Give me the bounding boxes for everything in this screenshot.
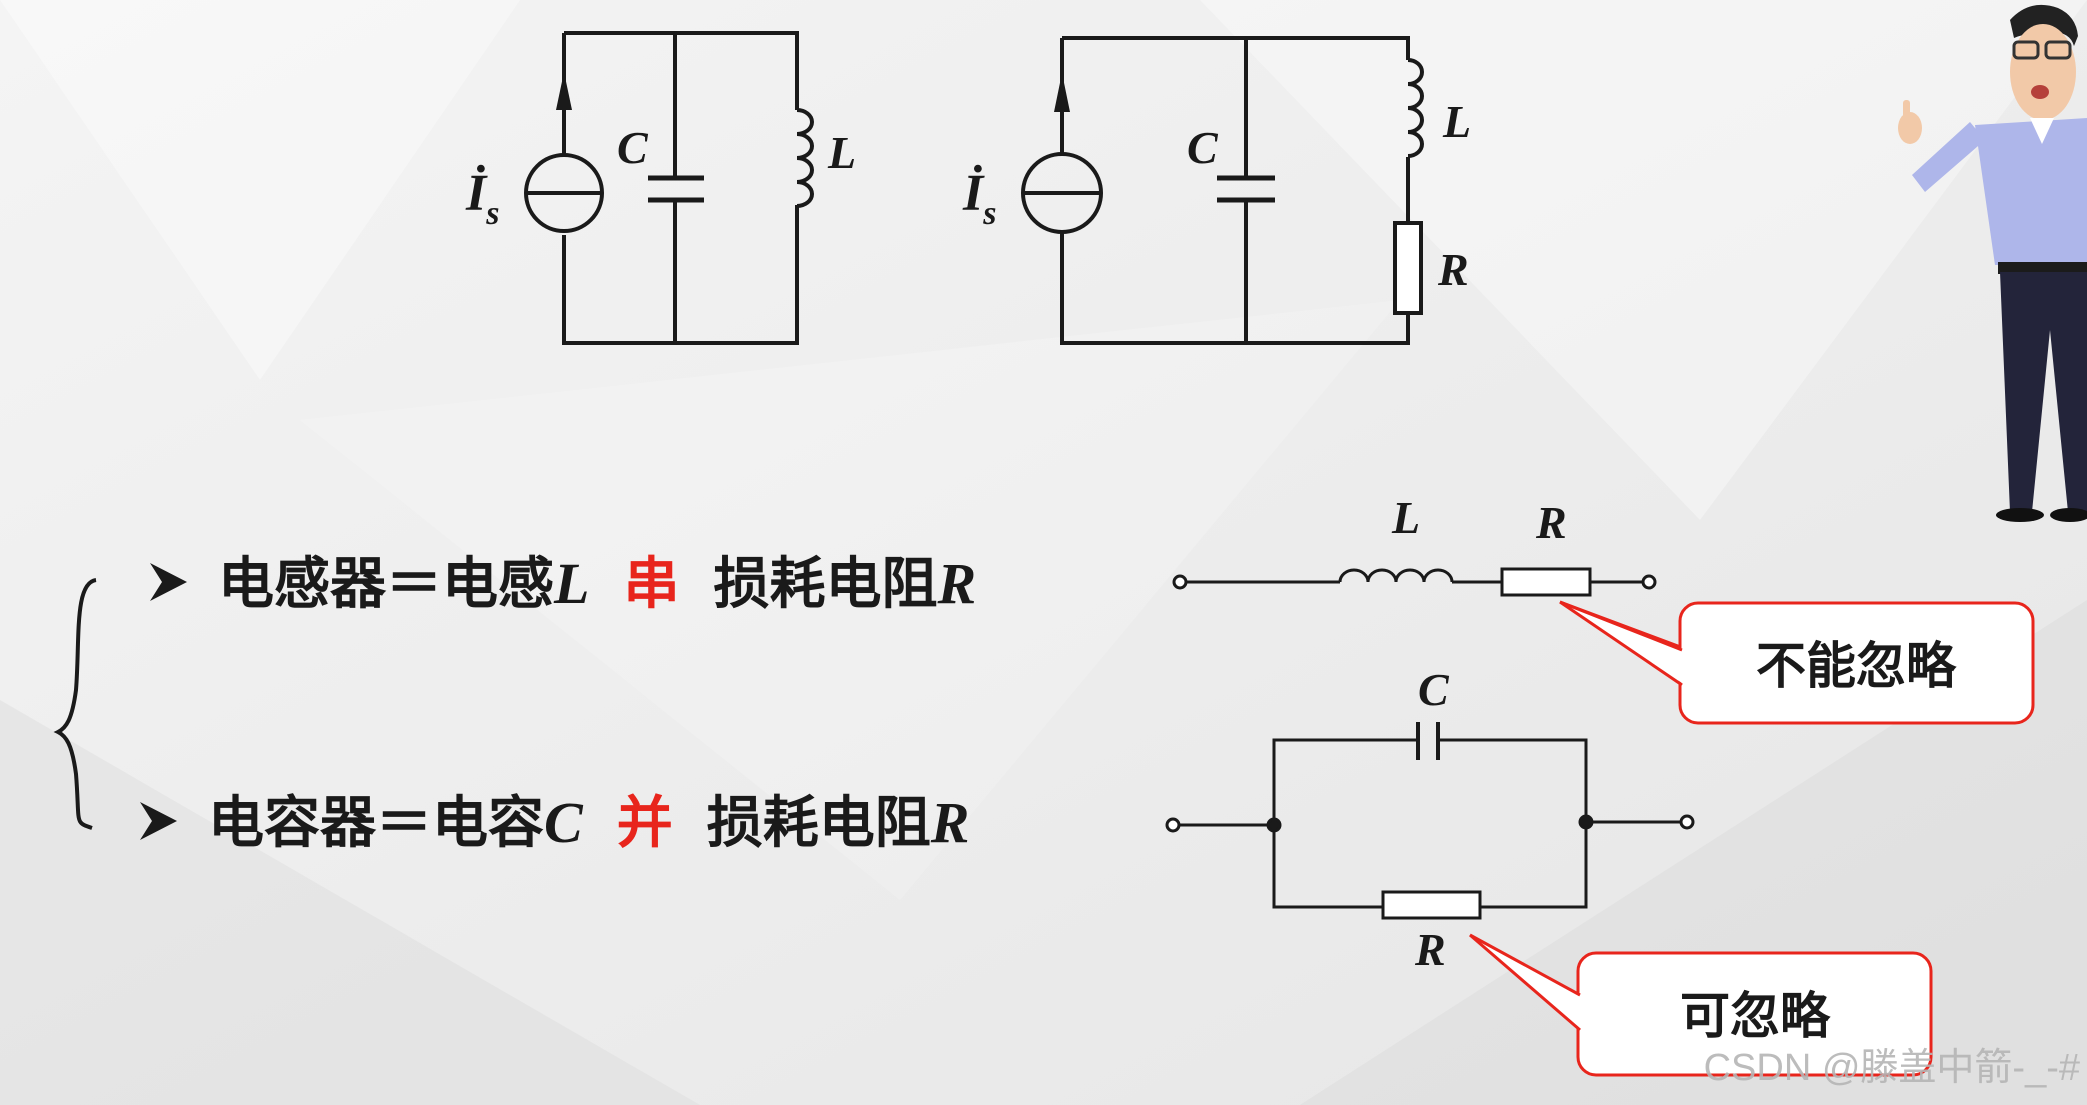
series-ind-label: L	[1391, 492, 1420, 543]
circuit-a-ind-label: L	[827, 127, 856, 178]
left-brace-icon	[53, 578, 97, 830]
callout-text: 不能忽略	[1756, 637, 1957, 695]
callout-text: 可忽略	[1680, 987, 1831, 1045]
inductor-coil-icon	[1338, 568, 1454, 583]
circuit-b-res-label: R	[1437, 244, 1469, 295]
connector-parallel: 并	[617, 791, 673, 856]
bullet-text: 电感器＝电感	[218, 552, 554, 617]
resistor-icon	[1500, 567, 1592, 597]
circuit-a	[524, 31, 814, 345]
inductor-coil-icon	[1407, 58, 1424, 158]
series-res-label: R	[1535, 497, 1567, 548]
callout-negligible: 可忽略	[1469, 933, 1933, 1077]
arrowhead-bullet-icon	[140, 802, 177, 840]
arrowhead-bullet-icon	[150, 563, 187, 601]
presenter-avatar	[1898, 4, 2087, 522]
watermark: CSDN @滕盖中箭-_-#	[1704, 1047, 2080, 1089]
parallel-res-label: R	[1414, 924, 1446, 975]
inductor-coil-icon	[796, 108, 814, 208]
resistor-icon	[1393, 221, 1423, 315]
parallel-cap-label: C	[1418, 664, 1450, 715]
connector-series: 串	[623, 552, 679, 617]
series-model-circuit	[1172, 567, 1657, 597]
circuit-b-cap-label: C	[1187, 122, 1219, 173]
circuit-a-cap-label: C	[617, 122, 649, 173]
resistor-icon	[1381, 890, 1482, 920]
callout-cannot-ignore: 不能忽略	[1559, 600, 2035, 725]
circuit-b-ind-label: L	[1442, 96, 1471, 147]
parallel-model-circuit	[1165, 722, 1695, 920]
circuit-b-source-label: İs	[962, 164, 996, 232]
circuit-b	[1021, 36, 1424, 345]
bullet-text: 电容器＝电容	[208, 791, 544, 856]
circuit-a-source-label: İs	[465, 164, 499, 232]
